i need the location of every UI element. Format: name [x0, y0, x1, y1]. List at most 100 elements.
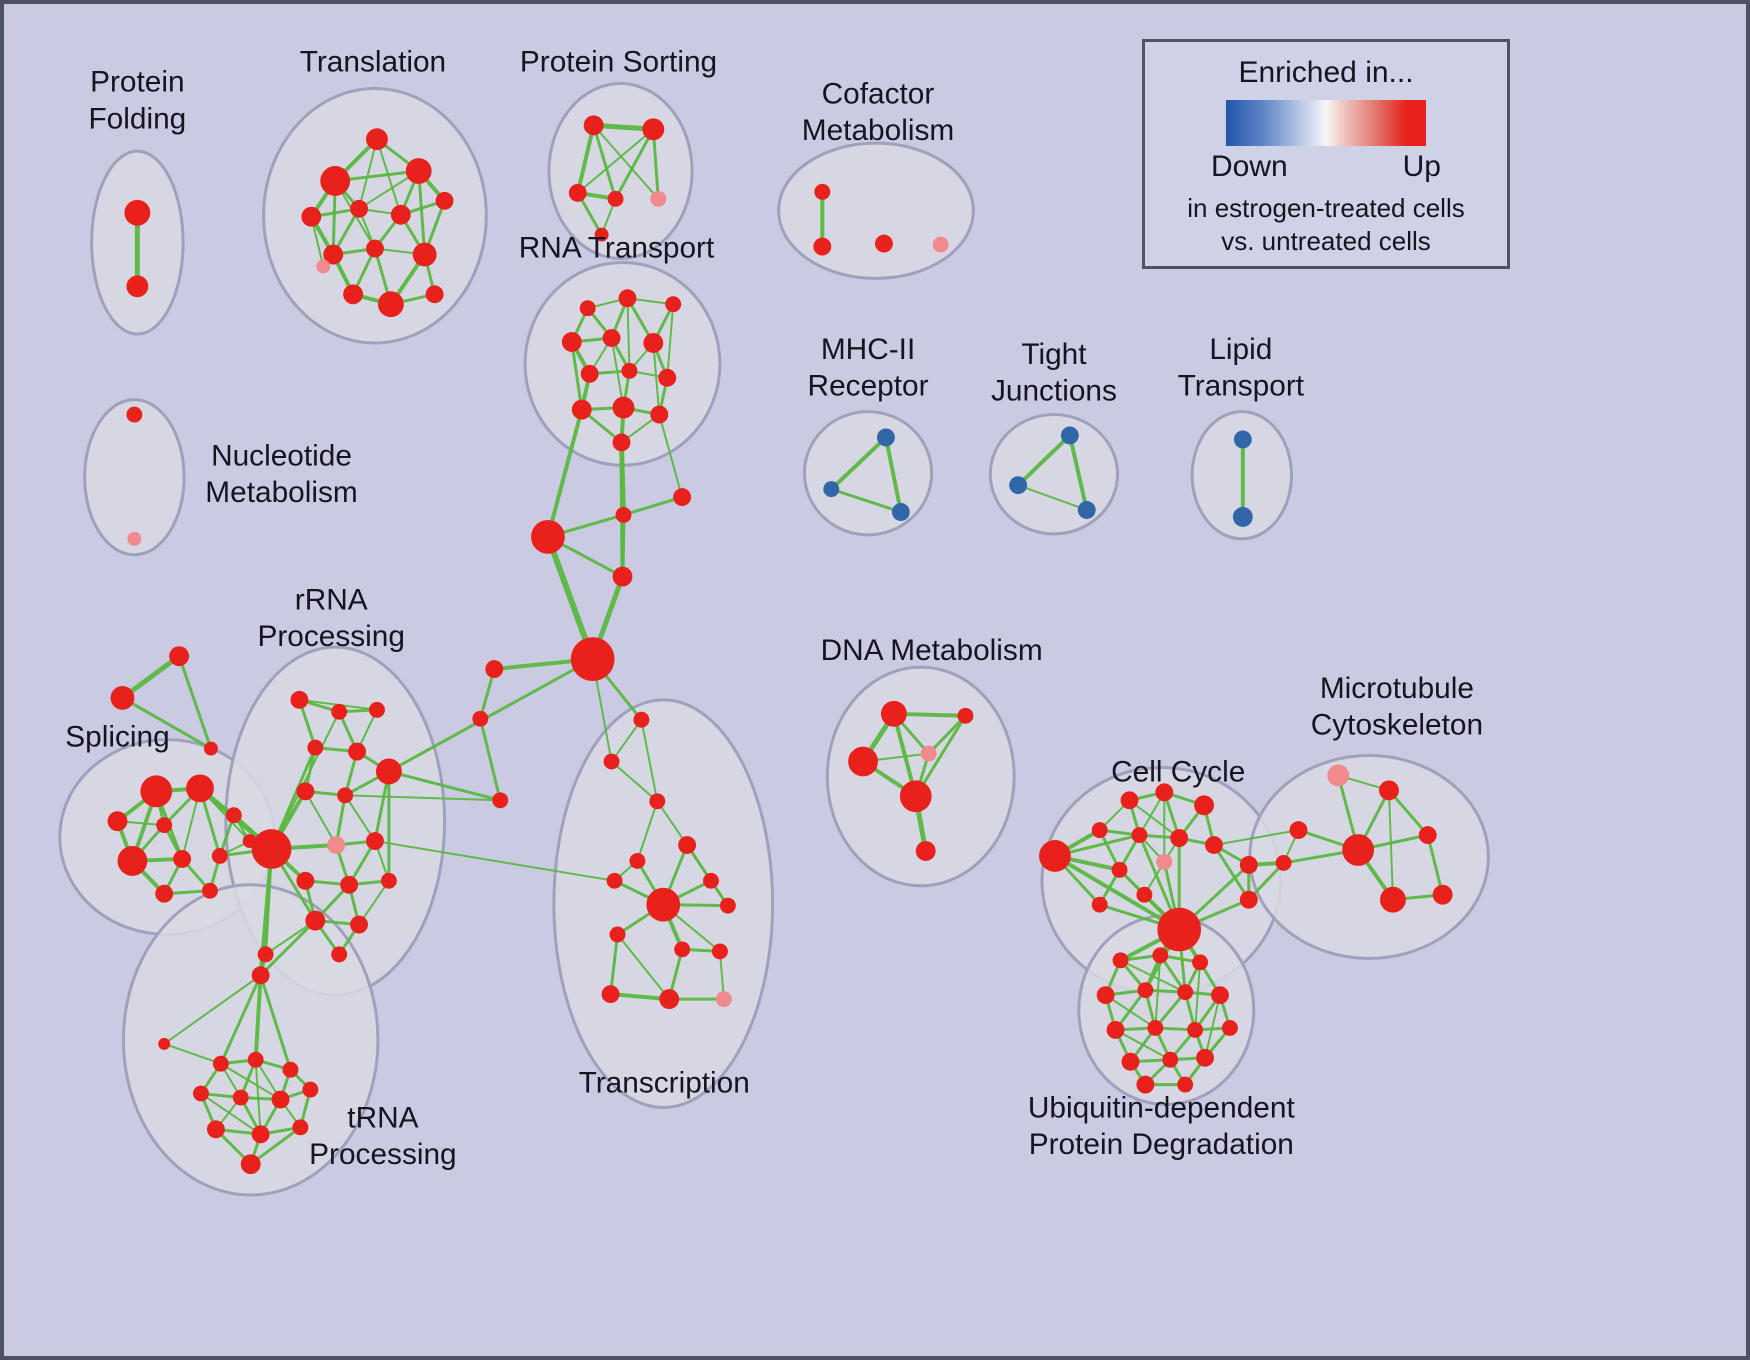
network-node-splicing: [140, 775, 173, 808]
network-node-rna-transport: [602, 329, 621, 347]
network-edge: [1016, 433, 1072, 488]
network-node-rrna-processing: [337, 787, 354, 804]
network-node-trna-processing: [232, 1089, 249, 1106]
network-node-protein-folding: [126, 275, 149, 298]
network-node-rna-transport: [579, 300, 596, 317]
network-node-dna-metabolism: [915, 841, 936, 861]
cluster-label-protein-sorting: Protein Sorting: [520, 46, 717, 79]
network-node-translation: [435, 191, 454, 210]
network-node-translation: [412, 242, 437, 267]
network-node-trna-processing: [282, 1061, 299, 1078]
network-node-splicing: [225, 807, 242, 824]
network-node-cell-cycle: [1136, 886, 1153, 903]
network-edge: [1204, 994, 1221, 1059]
network-node-cell-cycle: [1091, 896, 1108, 913]
network-node-splicing: [117, 846, 148, 876]
network-node-rrna-processing: [257, 946, 274, 963]
network-node-mhc2-receptor: [876, 428, 895, 447]
network-edge: [1017, 484, 1088, 511]
network-node-rrna-processing: [348, 742, 367, 761]
network-node-ubiquitin-degradation: [1196, 1048, 1214, 1067]
network-node-cofactor-metabolism: [814, 183, 831, 200]
network-node-cell-cycle: [1194, 795, 1214, 816]
network-node-ubiquitin-degradation: [1221, 1019, 1238, 1036]
network-node-connectors: [615, 507, 632, 523]
network-edge: [545, 407, 584, 539]
network-edge: [614, 127, 655, 201]
network-node-cell-cycle: [1205, 836, 1223, 854]
network-node-microtubule-cytoskeleton: [1380, 886, 1406, 913]
legend-caption-line2: vs. untreated cells: [1221, 226, 1431, 256]
network-edge: [570, 340, 584, 412]
network-node-tight-junctions: [1060, 426, 1079, 445]
enrichment-gradient: [1226, 100, 1426, 146]
legend-title: Enriched in...: [1238, 56, 1414, 89]
cluster-label-rna-transport: RNA Transport: [519, 232, 715, 265]
network-node-translation: [316, 259, 331, 274]
legend-up-label: Up: [1402, 150, 1441, 183]
network-node-transcription: [659, 989, 680, 1010]
network-node-translation: [343, 284, 364, 305]
network-node-connectors: [570, 637, 615, 681]
network-edge: [927, 714, 967, 756]
network-node-ubiquitin-degradation: [1177, 1076, 1194, 1093]
network-node-ubiquitin-degradation: [1136, 1075, 1155, 1094]
network-node-rna-transport: [665, 296, 682, 313]
legend-down-label: Down: [1211, 150, 1288, 183]
network-node-protein-sorting: [568, 183, 587, 202]
network-node-rrna-processing: [251, 829, 292, 869]
network-node-transcription: [646, 887, 681, 922]
network-node-splicing: [156, 817, 173, 834]
network-node-lipid-transport: [1232, 507, 1253, 527]
network-node-microtubule-cytoskeleton: [1289, 821, 1308, 840]
network-edge: [658, 413, 684, 499]
network-node-transcription: [649, 793, 666, 810]
network-node-splicing: [201, 882, 218, 899]
network-node-dna-metabolism: [880, 700, 907, 727]
network-node-cofactor-metabolism: [932, 236, 949, 253]
network-node-cell-cycle: [1091, 822, 1108, 839]
network-node-microtubule-cytoskeleton: [1379, 780, 1399, 801]
network-node-protein-sorting: [594, 227, 609, 242]
network-edge: [304, 790, 338, 847]
network-node-rrna-processing: [305, 910, 326, 931]
network-edge: [177, 654, 213, 751]
network-node-connectors: [492, 792, 509, 809]
network-node-translation: [350, 199, 368, 218]
cluster-ellipse-mhc2-receptor: [802, 410, 934, 537]
network-node-rna-transport: [618, 289, 637, 308]
network-edge: [1194, 961, 1202, 1031]
network-edge: [1387, 789, 1394, 901]
network-edge: [253, 973, 263, 1062]
network-node-tight-junctions: [1009, 476, 1028, 495]
network-node-rna-transport: [612, 396, 635, 419]
network-node-cofactor-metabolism: [813, 237, 832, 256]
network-node-ubiquitin-degradation: [1096, 986, 1115, 1005]
network-node-rrna-processing: [375, 758, 402, 785]
network-node-transcription: [719, 897, 736, 914]
network-node-tight-junctions: [1077, 501, 1096, 519]
network-edge: [718, 950, 725, 1001]
network-node-connectors: [472, 710, 489, 727]
network-node-cell-cycle: [1155, 783, 1174, 802]
network-edge: [259, 919, 317, 977]
network-node-rna-transport: [643, 333, 664, 353]
legend-ends: Down Up: [1211, 150, 1441, 184]
network-node-nucleotide-metabolism: [127, 531, 142, 546]
network-node-connectors: [485, 660, 504, 679]
network-node-cell-cycle: [1039, 840, 1071, 872]
network-node-mhc2-receptor: [823, 481, 840, 498]
cluster-ellipse-trna-processing: [121, 883, 380, 1197]
network-edge: [417, 169, 427, 257]
network-node-rrna-processing: [368, 701, 385, 718]
network-node-transcription: [703, 872, 719, 889]
network-edge: [575, 123, 596, 195]
network-edge: [219, 973, 263, 1066]
network-edge: [829, 435, 888, 492]
network-edge: [592, 124, 660, 200]
network-node-transcription: [609, 926, 626, 943]
